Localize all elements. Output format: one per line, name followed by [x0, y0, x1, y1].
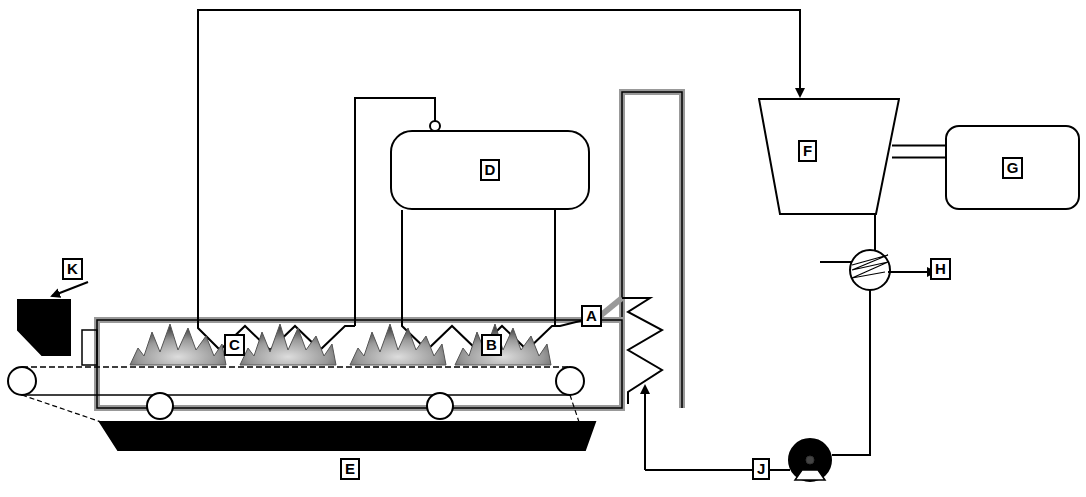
- callout-letter: A: [581, 305, 602, 327]
- callout-letter: G: [1002, 157, 1024, 179]
- callout-letter: F: [798, 140, 817, 162]
- flame: [455, 324, 551, 365]
- turbine: F: [758, 98, 900, 215]
- callout-letter: C: [224, 334, 245, 356]
- flame: [130, 324, 226, 365]
- turbine-outline: [758, 98, 900, 215]
- flame: [240, 324, 336, 365]
- flame: [350, 324, 446, 365]
- callout-letter: J: [752, 458, 770, 480]
- shaft: [892, 146, 945, 158]
- callout-letter: D: [480, 159, 501, 181]
- callout-letter: B: [481, 334, 502, 356]
- callout-letter: H: [930, 258, 951, 280]
- callout-letter: E: [340, 458, 360, 480]
- generator: G: [945, 125, 1080, 210]
- steam-drum: D: [390, 130, 590, 210]
- callout-letter: K: [62, 258, 83, 280]
